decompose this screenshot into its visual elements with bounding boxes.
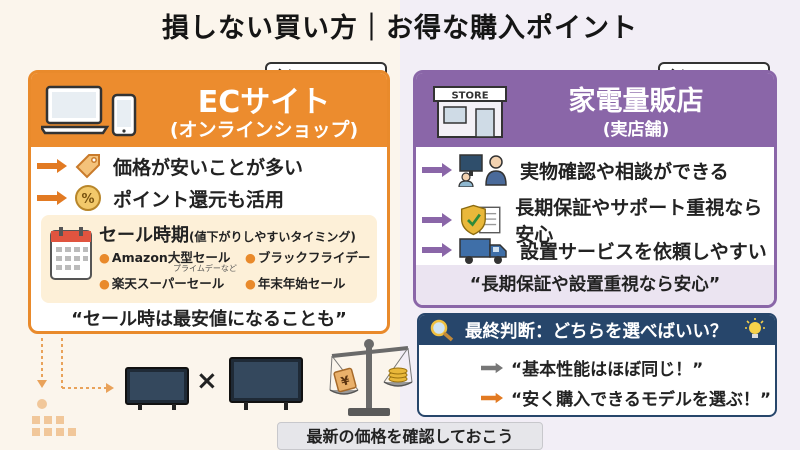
sale-period-subtitle: (値下がりしやすいタイミング) [189, 230, 356, 244]
arrow-right-icon [422, 163, 452, 177]
sale-item: ●年末年始セール [245, 276, 346, 291]
store-point-text: 長期保証やサポート重視なら安心 [515, 197, 763, 246]
ec-quote: “セール時は最安値になることも” [71, 309, 347, 330]
price-tag-icon [75, 154, 100, 179]
electronics-store-panel: STORE 家電量販店 (実店舗) 実物確認や相談ができる 長 [413, 70, 777, 308]
store-point-text: 設置サービスを依頼しやすい [520, 240, 767, 263]
laptop-icon [41, 85, 110, 135]
ec-point-row: % ポイント還元も活用 [37, 183, 284, 213]
store-point-row: 実物確認や相談ができる [422, 153, 729, 187]
ec-site-panel: ECサイト (オンラインショップ) 価格が安いことが多い % ポイント還元も活用 [28, 70, 390, 334]
ec-point-text: ポイント還元も活用 [113, 188, 285, 211]
arrow-right-icon [481, 362, 503, 373]
staff-consultation-icon [458, 154, 507, 187]
ec-site-title: ECサイト [197, 85, 331, 120]
arrow-right-icon [422, 243, 452, 257]
arrow-right-icon [37, 159, 67, 173]
tv-icon [229, 357, 303, 410]
magnifier-icon [430, 319, 454, 342]
store-quote: “長期保証や設置重視なら安心” [416, 265, 774, 305]
check-latest-price-note: 最新の価格を確認しておこう [277, 422, 543, 450]
sale-item: ●Amazon大型セール [99, 250, 231, 265]
final-judgement-item: “安く購入できるモデルを選ぶ！” [481, 385, 771, 410]
delivery-truck-icon [459, 238, 507, 264]
calendar-icon [50, 227, 92, 280]
page-title: 損しない買い方｜お得な購入ポイント [162, 13, 638, 44]
final-judgement-item: “基本性能はほぼ同じ！” [481, 355, 703, 380]
sale-item-ruby: プライムデーなど [173, 264, 237, 273]
balance-scale-icon: ¥ [329, 339, 413, 416]
sale-period-box: セール時期(値下がりしやすいタイミング) ●Amazon大型セール ●ブラックフ… [41, 215, 377, 303]
store-point-text: 実物確認や相談ができる [520, 160, 729, 183]
sale-period-heading: セール時期 [99, 225, 189, 246]
ec-site-header: ECサイト (オンラインショップ) [31, 73, 387, 147]
lightbulb-icon [745, 318, 765, 338]
store-point-row: 長期保証やサポート重視なら安心 [422, 193, 774, 247]
sale-item: ●ブラックフライデー [245, 250, 371, 265]
sale-period-title: セール時期(値下がりしやすいタイミング) [99, 221, 356, 247]
store-point-row: 設置サービスを依頼しやすい [422, 233, 767, 267]
ec-site-subtitle: (オンラインショップ) [169, 119, 359, 141]
final-judgement-header: 最終判断：どちらを選べばいい？ [419, 315, 775, 345]
versus-mark: × [196, 366, 218, 396]
final-judgement-title: 最終判断：どちらを選べばいい？ [465, 322, 728, 342]
sale-item: ●楽天スーパーセール [99, 276, 225, 291]
svg-text:%: % [81, 192, 94, 207]
arrow-right-icon [37, 191, 67, 205]
store-building-icon: STORE [433, 86, 507, 138]
smartphone-icon [111, 93, 137, 137]
store-sign-text: STORE [451, 91, 488, 102]
arrow-right-icon [481, 392, 503, 403]
electronics-store-subtitle: (実店舗) [602, 120, 670, 140]
final-judgement-box: 最終判断：どちらを選べばいい？ “基本性能はほぼ同じ！” “安く購入できるモデル… [417, 313, 777, 417]
electronics-store-title: 家電量販店 [568, 86, 704, 117]
ec-point-row: 価格が安いことが多い [37, 151, 303, 181]
percent-coin-icon: % [75, 185, 101, 211]
flow-connector-icon [32, 338, 114, 436]
arrow-right-icon [422, 213, 452, 227]
ec-point-text: 価格が安いことが多い [113, 156, 304, 179]
warranty-shield-icon [460, 204, 501, 236]
tv-icon [125, 367, 189, 410]
electronics-store-header: STORE 家電量販店 (実店舗) [416, 73, 774, 147]
